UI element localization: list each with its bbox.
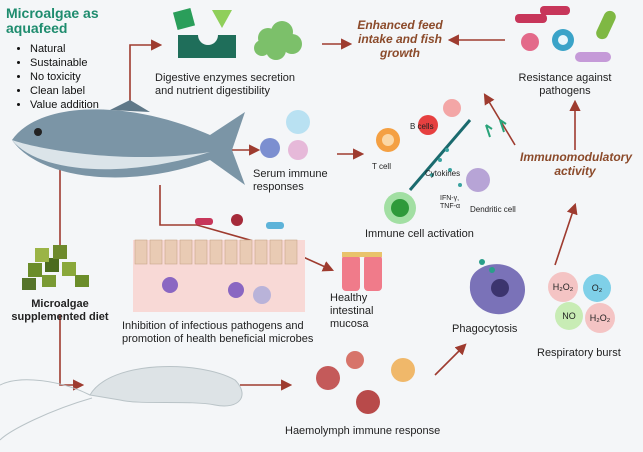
b-cells-label: B cells (410, 122, 434, 131)
intestinal-label: Healthy intestinal mucosa (330, 292, 374, 330)
pathogens-icon (515, 6, 616, 62)
main-title: Microalgae as aquafeed (6, 5, 99, 36)
resistance-label: Resistance against pathogens (518, 72, 612, 97)
serum-cells-icon (260, 110, 310, 160)
enzyme-icon (172, 7, 236, 58)
intestine-illustration (133, 214, 305, 312)
respiratory-label: Respiratory burst (537, 347, 621, 359)
benefit-item: Value addition (30, 98, 99, 112)
serum-label: Serum immune responses (253, 168, 328, 193)
benefit-item: Clean label (30, 84, 99, 98)
microalgae-pile-icon (22, 245, 89, 290)
ifn-label: IFN-γ, (440, 195, 460, 202)
ros-no: NO (562, 311, 576, 321)
t-cell-label: T cell (372, 162, 391, 171)
ros-h2o2: H₂O₂ (552, 282, 574, 292)
ros-h2o2-b: H₂O₂ (589, 313, 611, 323)
inhibition-label: Inhibition of infectious pathogens and p… (122, 320, 314, 345)
ros-circles (548, 272, 615, 333)
mucosa-icon (342, 252, 382, 291)
cytokines-label: Cytokines (425, 169, 461, 178)
benefit-item: Natural (30, 42, 99, 56)
dendritic-label: Dendritic cell (470, 205, 516, 214)
phagocytosis-label: Phagocytosis (452, 323, 518, 335)
flow-arrows (54, 34, 581, 391)
benefit-item: Sustainable (30, 56, 99, 70)
fish-illustration (12, 100, 245, 185)
haemolymph-cells-icon (316, 351, 415, 414)
digestive-label: Digestive enzymes secretion and nutrient… (155, 72, 296, 97)
ros-o2: O₂ (591, 283, 603, 293)
immune-cells-icon (376, 99, 507, 224)
activation-label: Immune cell activation (365, 228, 474, 240)
haemolymph-label: Haemolymph immune response (285, 425, 441, 437)
benefit-item: No toxicity (30, 70, 99, 84)
diet-label: Microalgae supplemented diet (11, 298, 109, 323)
benefits-list: Natural Sustainable No toxicity Clean la… (18, 42, 99, 112)
shrimp-illustration (0, 365, 243, 441)
phagocyte-icon (469, 259, 526, 315)
immunomodulatory-label: Immunomodulatory activity (520, 150, 633, 178)
tnf-label: TNF-α (440, 203, 460, 210)
feed-growth-label: Enhanced feed intake and fish growth (357, 18, 443, 60)
algae-cluster-icon (254, 21, 302, 60)
